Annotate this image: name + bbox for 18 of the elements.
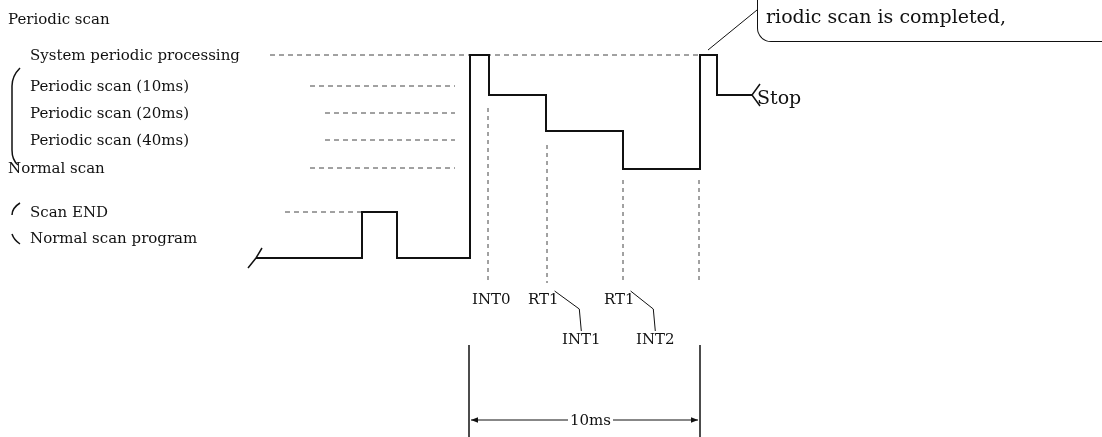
signal-label: INT0 — [472, 290, 511, 308]
signal-label: INT2 — [636, 330, 675, 348]
callout-text: riodic scan is completed, — [766, 5, 1007, 27]
leader-line — [554, 290, 582, 332]
signal-label: RT1 — [604, 290, 635, 308]
level-label: Periodic scan (20ms) — [30, 104, 190, 122]
level-label: Periodic scan (40ms) — [30, 131, 190, 149]
callout-box — [757, 0, 1102, 42]
level-label: System periodic processing — [30, 46, 240, 64]
signal-label: RT1 — [528, 290, 559, 308]
level-label: Scan END — [30, 203, 109, 221]
level-label: Normal scan program — [30, 229, 198, 247]
level-label: Periodic scan (10ms) — [30, 77, 190, 95]
state-label: Stop — [757, 86, 802, 109]
leader-line — [630, 290, 656, 332]
section-heading: Normal scan — [8, 159, 105, 177]
section-heading: Periodic scan — [8, 10, 110, 28]
signal-label: INT1 — [562, 330, 601, 348]
